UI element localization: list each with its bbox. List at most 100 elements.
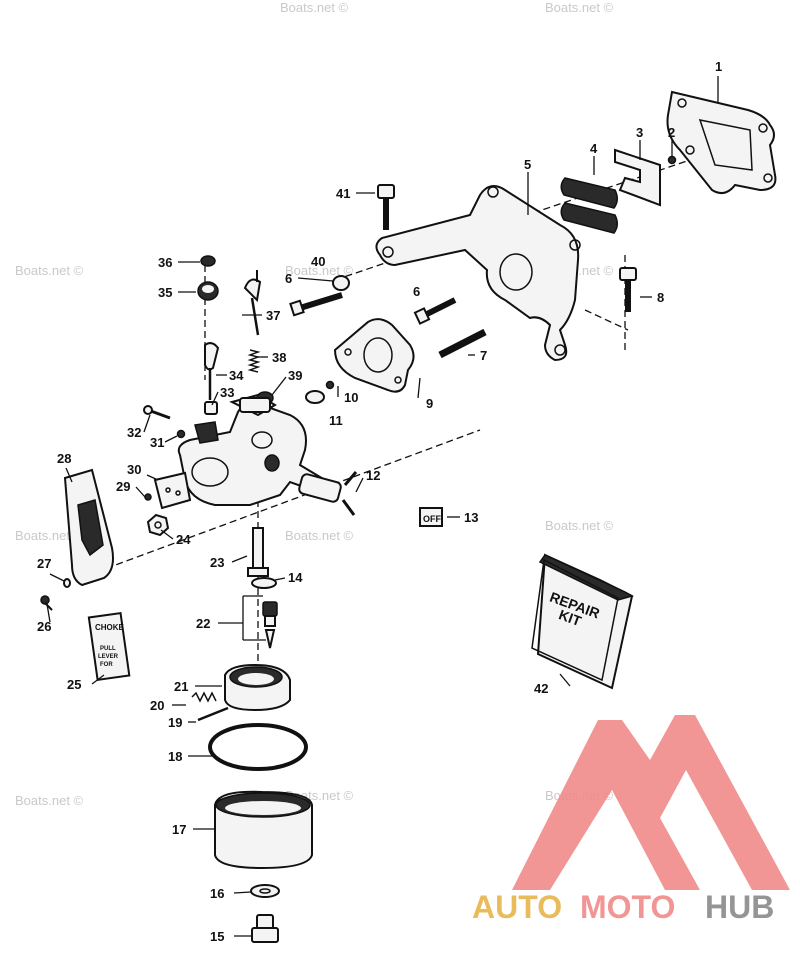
part-19-pin [197, 706, 229, 722]
part-10-screw [325, 380, 335, 390]
callout-8: 8 [657, 290, 664, 305]
watermark: Boats.net © [15, 263, 84, 278]
part-9-gasket [333, 318, 415, 393]
part-18-gasket [208, 723, 308, 771]
callout-29: 29 [116, 479, 130, 494]
part-41-screw [377, 184, 395, 230]
callout-19: 19 [168, 715, 182, 730]
part-6-screw [413, 297, 457, 325]
part-32-screw [143, 405, 171, 420]
part-29-screw [144, 493, 152, 501]
part-11-washer [305, 390, 325, 404]
part-28-cover [63, 468, 114, 587]
part-26-screw [40, 595, 53, 611]
callout-26: 26 [37, 619, 51, 634]
watermark: Boats.net © [285, 263, 354, 278]
callout-12: 12 [366, 468, 380, 483]
callout-38: 38 [272, 350, 286, 365]
part-17-float-bowl [214, 790, 313, 870]
callout-10: 10 [344, 390, 358, 405]
part-40-clip [332, 275, 350, 291]
part-14-washer [251, 577, 277, 589]
part-22-needle-seat [262, 601, 278, 649]
callout-4: 4 [590, 141, 598, 156]
part-34-link [204, 342, 220, 400]
callout-39: 39 [288, 368, 302, 383]
part-35-grommet [197, 281, 219, 301]
choke-decal-line2: LEVER [98, 654, 119, 660]
part-15-drain-plug [251, 914, 279, 943]
callout-25: 25 [67, 677, 81, 692]
callout-2: 2 [668, 125, 675, 140]
callout-23: 23 [210, 555, 224, 570]
callout-9: 9 [426, 396, 433, 411]
logo-text-hub: HUB [705, 889, 774, 925]
part-37-choke-rod [243, 270, 262, 336]
leader-lines [46, 76, 719, 937]
watermark: Boats.net © [280, 0, 349, 15]
callout-31: 31 [150, 435, 164, 450]
callout-21: 21 [174, 679, 188, 694]
off-decal-text: OFF [423, 514, 441, 524]
part-13-off-decal: OFF [419, 507, 443, 527]
callout-27: 27 [37, 556, 51, 571]
callout-11: 11 [329, 413, 343, 428]
watermark: Boats.net © [285, 528, 354, 543]
part-23-nozzle [247, 527, 269, 577]
callout-5: 5 [524, 157, 531, 172]
part-39-shaft [239, 391, 274, 413]
logo-mark [512, 715, 790, 890]
part-27-washer [63, 578, 71, 588]
callout-24: 24 [176, 532, 191, 547]
logo-text-auto: AUTO [472, 889, 562, 925]
part-3-plate [614, 148, 661, 207]
part-24-nut [146, 513, 170, 537]
callout-6a: 6 [285, 271, 292, 286]
part-7-stud [438, 328, 487, 359]
part-1-gasket [666, 90, 777, 195]
part-5-reed-block [375, 185, 581, 362]
part-31-screw [176, 429, 186, 439]
callout-3: 3 [636, 125, 643, 140]
callout-17: 17 [172, 822, 186, 837]
part-21-float [224, 663, 291, 712]
part-25-choke-decal: CHOKE PULL LEVER FOR [87, 611, 131, 682]
callout-32: 32 [127, 425, 141, 440]
callout-16: 16 [210, 886, 224, 901]
callout-30: 30 [127, 462, 141, 477]
part-38-spring [247, 349, 261, 373]
repair-kit-label-line2: KIT [557, 606, 584, 629]
watermark: Boats.net © [15, 793, 84, 808]
callout-40: 40 [311, 254, 325, 269]
callout-33: 33 [220, 385, 234, 400]
callout-28: 28 [57, 451, 71, 466]
callout-34: 34 [229, 368, 244, 383]
callout-15: 15 [210, 929, 224, 944]
callout-6b: 6 [413, 284, 420, 299]
part-36-nut [200, 255, 216, 267]
callout-numbers: 1 2 3 4 5 6 6 7 8 9 10 11 12 13 14 15 16… [37, 59, 722, 944]
part-33-lever [194, 401, 219, 444]
part-42-repair-kit: REPAIR KIT [531, 553, 634, 690]
callout-42: 42 [534, 681, 548, 696]
watermark: Boats.net © [545, 518, 614, 533]
callout-36: 36 [158, 255, 172, 270]
callout-22: 22 [196, 616, 210, 631]
choke-decal-line1: PULL [100, 646, 116, 652]
callout-41: 41 [336, 186, 350, 201]
callout-37: 37 [266, 308, 280, 323]
part-2-screw [667, 155, 677, 165]
callout-14: 14 [288, 570, 303, 585]
part-12-needle-valve [298, 471, 358, 516]
part-6-screw [289, 292, 343, 317]
choke-decal-title: CHOKE [95, 623, 125, 632]
part-30-plate [153, 471, 192, 510]
watermarks: Boats.net © Boats.net © Boats.net © Boat… [15, 0, 614, 808]
choke-decal-line3: FOR [100, 662, 113, 668]
callout-1: 1 [715, 59, 722, 74]
part-4-reed [560, 177, 618, 234]
watermark: Boats.net © [545, 0, 614, 15]
automotohub-logo: AUTO MOTO HUB [472, 715, 790, 925]
callout-7: 7 [480, 348, 487, 363]
